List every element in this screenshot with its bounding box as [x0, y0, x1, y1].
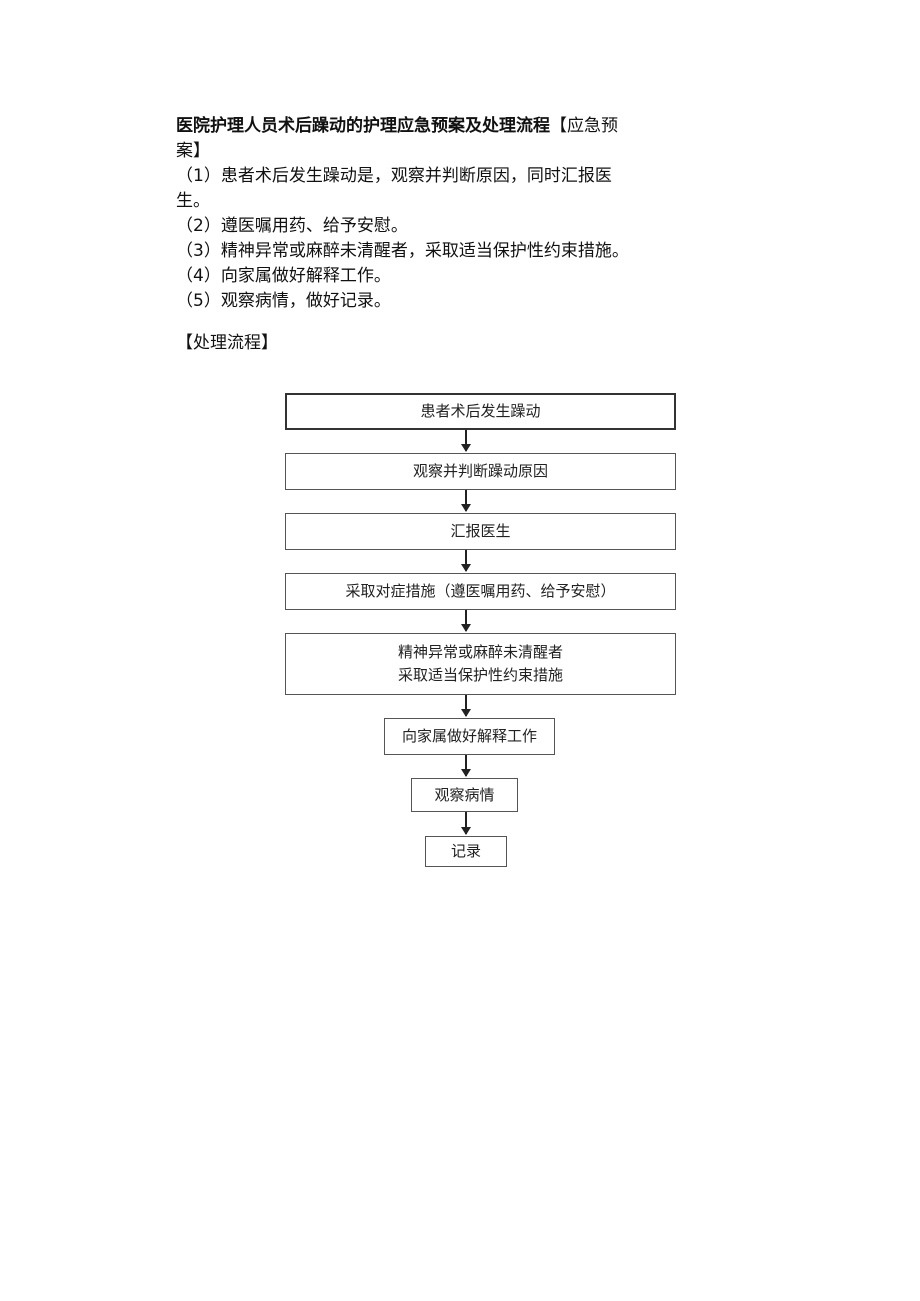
plan-item: （1）患者术后发生躁动是，观察并判断原因，同时汇报医 — [176, 166, 612, 186]
flow-step-1: 患者术后发生躁动 — [285, 393, 676, 430]
flow-step-8-label: 记录 — [450, 842, 481, 860]
document-title-line-1: 医院护理人员术后躁动的护理应急预案及处理流程【应急预 — [176, 114, 666, 139]
flow-step-5: 精神异常或麻醉未清醒者 采取适当保护性约束措施 — [285, 633, 676, 695]
plan-item: （5）观察病情，做好记录。 — [176, 291, 391, 311]
flow-step-6: 向家属做好解释工作 — [384, 718, 555, 755]
plan-item: （4）向家属做好解释工作。 — [176, 266, 391, 286]
plan-item: （3）精神异常或麻醉未清醒者，采取适当保护性约束措施。 — [176, 241, 629, 261]
flow-step-4-label: 采取对症措施（遵医嘱用药、给予安慰） — [345, 582, 616, 600]
document-title-line-2: 案】 — [176, 141, 210, 161]
flow-arrow — [461, 490, 471, 512]
plan-item: 生。 — [176, 191, 210, 211]
flow-step-8: 记录 — [425, 836, 507, 867]
flow-arrow — [461, 812, 471, 835]
flow-step-2-label: 观察并判断躁动原因 — [412, 462, 548, 480]
flow-step-5-label-line-2: 采取适当保护性约束措施 — [397, 666, 563, 684]
flow-arrow — [461, 755, 471, 777]
plan-item: （2）遵医嘱用药、给予安慰。 — [176, 216, 408, 236]
flow-step-7: 观察病情 — [411, 778, 518, 812]
flow-arrow — [461, 430, 471, 452]
section-heading: 【处理流程】 — [176, 333, 278, 353]
flow-step-6-label: 向家属做好解释工作 — [401, 727, 537, 745]
document-title: 医院护理人员术后躁动的护理应急预案及处理流程 — [176, 116, 550, 136]
flow-step-4: 采取对症措施（遵医嘱用药、给予安慰） — [285, 573, 676, 610]
flow-step-7-label: 观察病情 — [434, 785, 495, 804]
document-title-tail: 【应急预 — [550, 116, 618, 136]
flow-step-1-label: 患者术后发生躁动 — [420, 402, 541, 420]
flow-arrow — [461, 550, 471, 572]
flow-arrow — [461, 610, 471, 632]
flow-step-2: 观察并判断躁动原因 — [285, 453, 676, 490]
document-body: 医院护理人员术后躁动的护理应急预案及处理流程【应急预 案】 （1）患者术后发生躁… — [176, 114, 666, 314]
flow-step-5-label-line-1: 精神异常或麻醉未清醒者 — [397, 643, 563, 661]
flow-step-3: 汇报医生 — [285, 513, 676, 550]
flow-arrow — [461, 695, 471, 717]
flow-step-3-label: 汇报医生 — [450, 522, 511, 540]
